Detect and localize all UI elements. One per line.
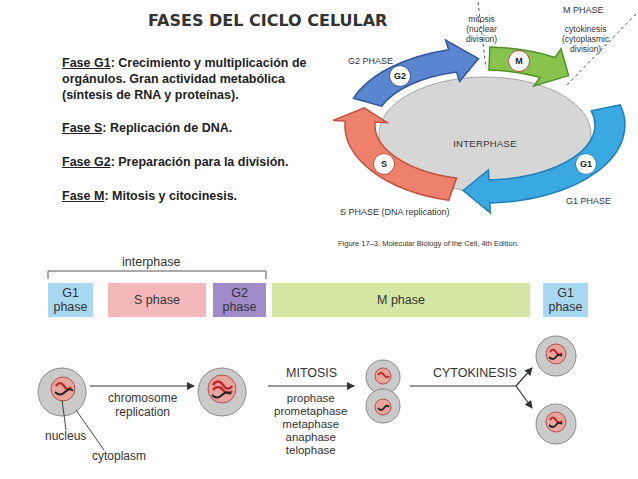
figure-credit: Figure 17–3. Molecular Biology of the Ce… <box>338 240 519 249</box>
chromosome <box>378 406 389 410</box>
chromosome <box>55 389 73 394</box>
phase-name: Fase M <box>62 189 104 203</box>
phase-note: mitosis (nuclear division) <box>466 15 497 44</box>
cell <box>198 368 246 416</box>
node-text: G1 <box>580 159 592 169</box>
phase-description: Fase G2: Preparación para la división. <box>62 154 330 170</box>
leader-line <box>62 400 66 430</box>
phase-band: G1 phase <box>543 283 588 317</box>
phase-text: : Replicación de DNA. <box>102 121 232 135</box>
phase-description: Fase M: Mitosis y citocinesis. <box>62 188 330 204</box>
cell <box>38 368 86 416</box>
cell <box>366 389 400 423</box>
node-text: G2 phase <box>217 286 262 314</box>
phase-text: : Preparación para la división. <box>111 155 289 169</box>
diagram-title: FASES DEL CICLO CELULAR <box>148 11 387 30</box>
interphase-disk-fill <box>379 77 591 191</box>
phase-marker: S <box>373 153 395 175</box>
phase-band: M phase <box>272 283 530 317</box>
node-text: S <box>381 159 387 169</box>
cell <box>536 404 576 444</box>
phase-name: Fase G1 <box>62 56 111 70</box>
phase-marker: M <box>508 50 530 72</box>
node-text: G2 <box>394 71 406 81</box>
process-label: chromosome replication <box>108 392 177 420</box>
phase-band: G2 phase <box>213 283 266 317</box>
node-text: G1 phase <box>547 286 584 314</box>
nucleus <box>51 377 75 401</box>
phase-note: cytokinesis (cytoplasmic division) <box>562 25 609 54</box>
part-name: cytoplasm <box>92 450 146 464</box>
phase-name: Fase G2 <box>62 155 111 169</box>
node-text: M <box>515 56 523 66</box>
phase-marker: G1 <box>575 153 597 175</box>
phase-label: M PHASE <box>563 5 604 15</box>
chromosome <box>549 355 562 359</box>
interphase-bracket <box>48 271 266 279</box>
phase-label: G2 PHASE <box>348 56 393 66</box>
phase-description: Fase G1: Crecimiento y multiplicación de… <box>62 55 330 103</box>
cell <box>536 336 576 376</box>
phase-label: S PHASE (DNA replication) <box>340 207 450 217</box>
phase-marker: G2 <box>389 65 411 87</box>
phase-band: G1 phase <box>48 283 93 317</box>
part-name: nucleus <box>45 430 86 444</box>
nucleus <box>546 412 566 432</box>
node-text: INTERPHASE <box>453 138 517 149</box>
nucleus <box>375 399 391 415</box>
node-text: M phase <box>377 293 425 307</box>
phase-name: Fase S <box>62 121 102 135</box>
phase-description: Fase S: Replicación de DNA. <box>62 120 330 136</box>
process-arrow <box>90 385 194 386</box>
node-text: S phase <box>134 293 180 307</box>
process-arrow <box>410 385 516 386</box>
nucleus <box>375 368 391 384</box>
phase-text: : Mitosis y citocinesis. <box>104 189 237 203</box>
node-text: G1 phase <box>52 286 89 314</box>
phase-band: S phase <box>108 283 206 317</box>
process-label: MITOSIS <box>286 366 337 380</box>
chromosome <box>549 423 562 427</box>
chromosome <box>378 373 389 377</box>
chromosome <box>56 383 71 389</box>
phase-label: G1 PHASE <box>566 196 611 206</box>
nucleus <box>546 344 566 364</box>
nucleus <box>208 375 236 403</box>
process-arrow <box>516 386 532 408</box>
chromosome <box>212 392 231 397</box>
stage-list: prophase prometaphase metaphase anaphase… <box>274 392 348 457</box>
process-label: CYTOKINESIS <box>433 366 517 380</box>
process-arrow <box>268 385 354 386</box>
bracket-label: interphase <box>122 255 180 269</box>
process-arrow <box>516 368 532 386</box>
